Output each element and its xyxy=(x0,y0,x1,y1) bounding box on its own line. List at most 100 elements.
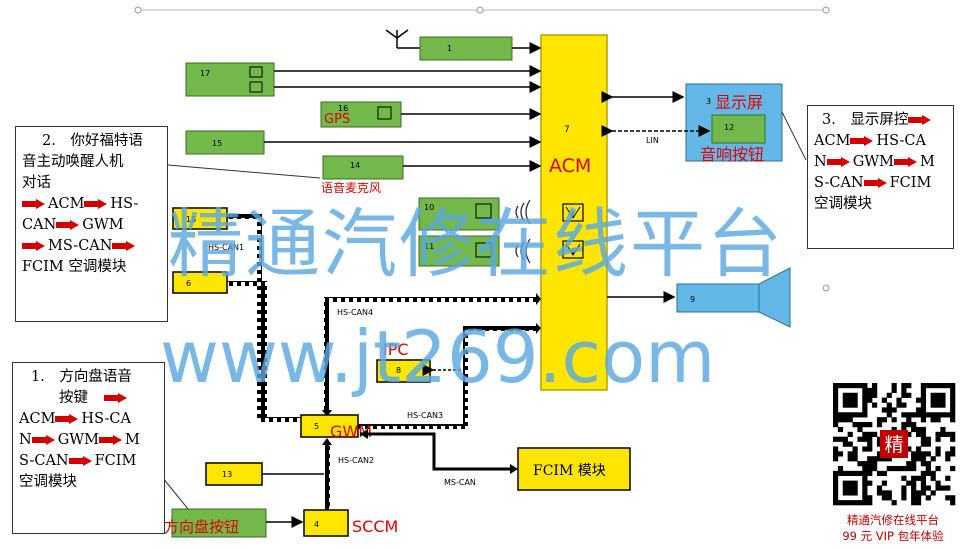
link-gwm-fcim-ms-can xyxy=(360,432,512,471)
qr-caption-line1: 精通汽修在线平台 xyxy=(847,513,939,527)
wireless-signal-icon xyxy=(515,199,531,264)
qr-code: 精 xyxy=(830,380,958,508)
speaker-horn-icon xyxy=(758,267,791,328)
qr-caption: 精通汽修在线平台 99 元 VIP 包年体验 xyxy=(822,512,964,544)
red-arrow-icon xyxy=(55,414,79,424)
hs-can3-label: HS-CAN3 xyxy=(407,411,443,420)
module-17 xyxy=(185,62,275,97)
acm-module xyxy=(540,34,608,391)
callout-2-line: 音主动唤醒人机 xyxy=(22,154,124,170)
callout-1-line: 按键 xyxy=(19,388,158,409)
red-arrow-icon xyxy=(22,199,45,209)
red-arrow-icon xyxy=(894,157,918,167)
callout-2-line: MS-CAN xyxy=(22,236,161,257)
frame-handle xyxy=(822,284,830,292)
antenna-glyph-icon xyxy=(565,206,581,219)
ms-can-arrow-icon xyxy=(510,464,518,474)
gwm-module-5 xyxy=(300,414,359,438)
red-arrow-icon xyxy=(99,435,123,445)
callout-1-line: 空调模块 xyxy=(19,474,77,490)
module-16-number: 16 xyxy=(338,104,348,113)
antenna-symbol-icon xyxy=(475,242,492,258)
red-arrow-icon xyxy=(863,178,887,188)
fcim-module xyxy=(517,447,631,491)
module-13-number: 13 xyxy=(222,470,232,479)
red-arrow-icon xyxy=(850,136,874,146)
module-12-number: 12 xyxy=(724,123,734,132)
gwm-label: GWM xyxy=(330,422,372,441)
callout-2-leader xyxy=(167,164,321,179)
watermark-title: 精通汽修在线平台 xyxy=(168,200,784,288)
acm-antenna-icon xyxy=(562,240,584,259)
antenna-symbol-icon xyxy=(377,106,392,120)
module-8-number: 8 xyxy=(396,366,401,375)
callout-3-line: 3. 显示屏控 xyxy=(814,110,947,131)
red-arrow-icon xyxy=(112,241,136,251)
red-arrow-icon xyxy=(84,199,108,209)
red-arrow-icon xyxy=(31,435,55,445)
hs-can1-label: HS-CAN1 xyxy=(208,243,244,252)
acm-antenna-icon xyxy=(562,203,584,222)
module-10-number: 10 xyxy=(424,203,434,212)
module-17-number: 17 xyxy=(200,69,210,78)
speaker-module-9 xyxy=(676,283,760,313)
gps-label: GPS xyxy=(324,112,350,127)
module-6 xyxy=(172,271,228,294)
acm-label: ACM xyxy=(549,155,591,177)
callout-1-line: 1. 方向盘语音 xyxy=(31,369,132,385)
fcim-label: FCIM 模块 xyxy=(533,463,606,479)
sccm-label: SCCM xyxy=(352,517,398,536)
module-11 xyxy=(418,235,500,267)
antenna-symbol-icon xyxy=(249,66,263,78)
qr-center-label: 精 xyxy=(884,434,903,456)
module-15 xyxy=(185,130,265,155)
red-arrow-icon xyxy=(826,157,850,167)
hs-can4-label: HS-CAN4 xyxy=(337,308,373,317)
lin-bus-label: LIN xyxy=(646,136,659,145)
can-bus-lines xyxy=(227,214,536,521)
audio-button-label: 音响按钮 xyxy=(700,145,764,164)
red-arrow-icon xyxy=(68,456,92,466)
frame-handle xyxy=(134,6,142,14)
can2-up-arrow-icon xyxy=(322,438,332,445)
can4-arrow-icon xyxy=(536,293,541,305)
steering-button-module xyxy=(171,508,267,538)
ms-can-arrow-icon xyxy=(360,429,368,439)
red-arrow-icon xyxy=(104,393,127,403)
module-15-number: 15 xyxy=(212,139,222,148)
module-4-number: 4 xyxy=(314,520,319,529)
red-arrow-icon xyxy=(56,220,80,230)
module-10 xyxy=(418,197,500,231)
callout-3-leader xyxy=(781,111,807,161)
antenna-symbol-icon xyxy=(475,203,492,219)
display-label: 显示屏 xyxy=(715,93,763,112)
module-18-number: 18 xyxy=(186,215,196,224)
module-9-number: 9 xyxy=(690,295,695,304)
antenna-glyph-icon xyxy=(565,243,581,256)
ms-can-label: MS-CAN xyxy=(444,478,476,487)
module-14-number: 14 xyxy=(350,161,360,170)
module-13 xyxy=(205,462,263,486)
steering-button-label: 方向盘按钮 xyxy=(164,518,239,536)
antenna-symbol-icon xyxy=(249,81,263,93)
watermark-url: www.jt269.com xyxy=(160,315,715,399)
module-6-number: 6 xyxy=(186,279,191,288)
module-18 xyxy=(172,207,228,230)
red-arrow-icon xyxy=(908,115,932,125)
module-3-number: 3 xyxy=(706,97,711,106)
ipc-label: IPC xyxy=(383,340,409,359)
red-arrow-icon xyxy=(22,241,45,251)
callout-2-line: FCIM 空调模块 xyxy=(22,259,127,275)
callout-2-line: 2. 你好福特语 xyxy=(42,133,143,149)
qr-caption-line2: 99 元 VIP 包年体验 xyxy=(842,529,944,543)
can3-arrow-icon xyxy=(536,323,541,334)
